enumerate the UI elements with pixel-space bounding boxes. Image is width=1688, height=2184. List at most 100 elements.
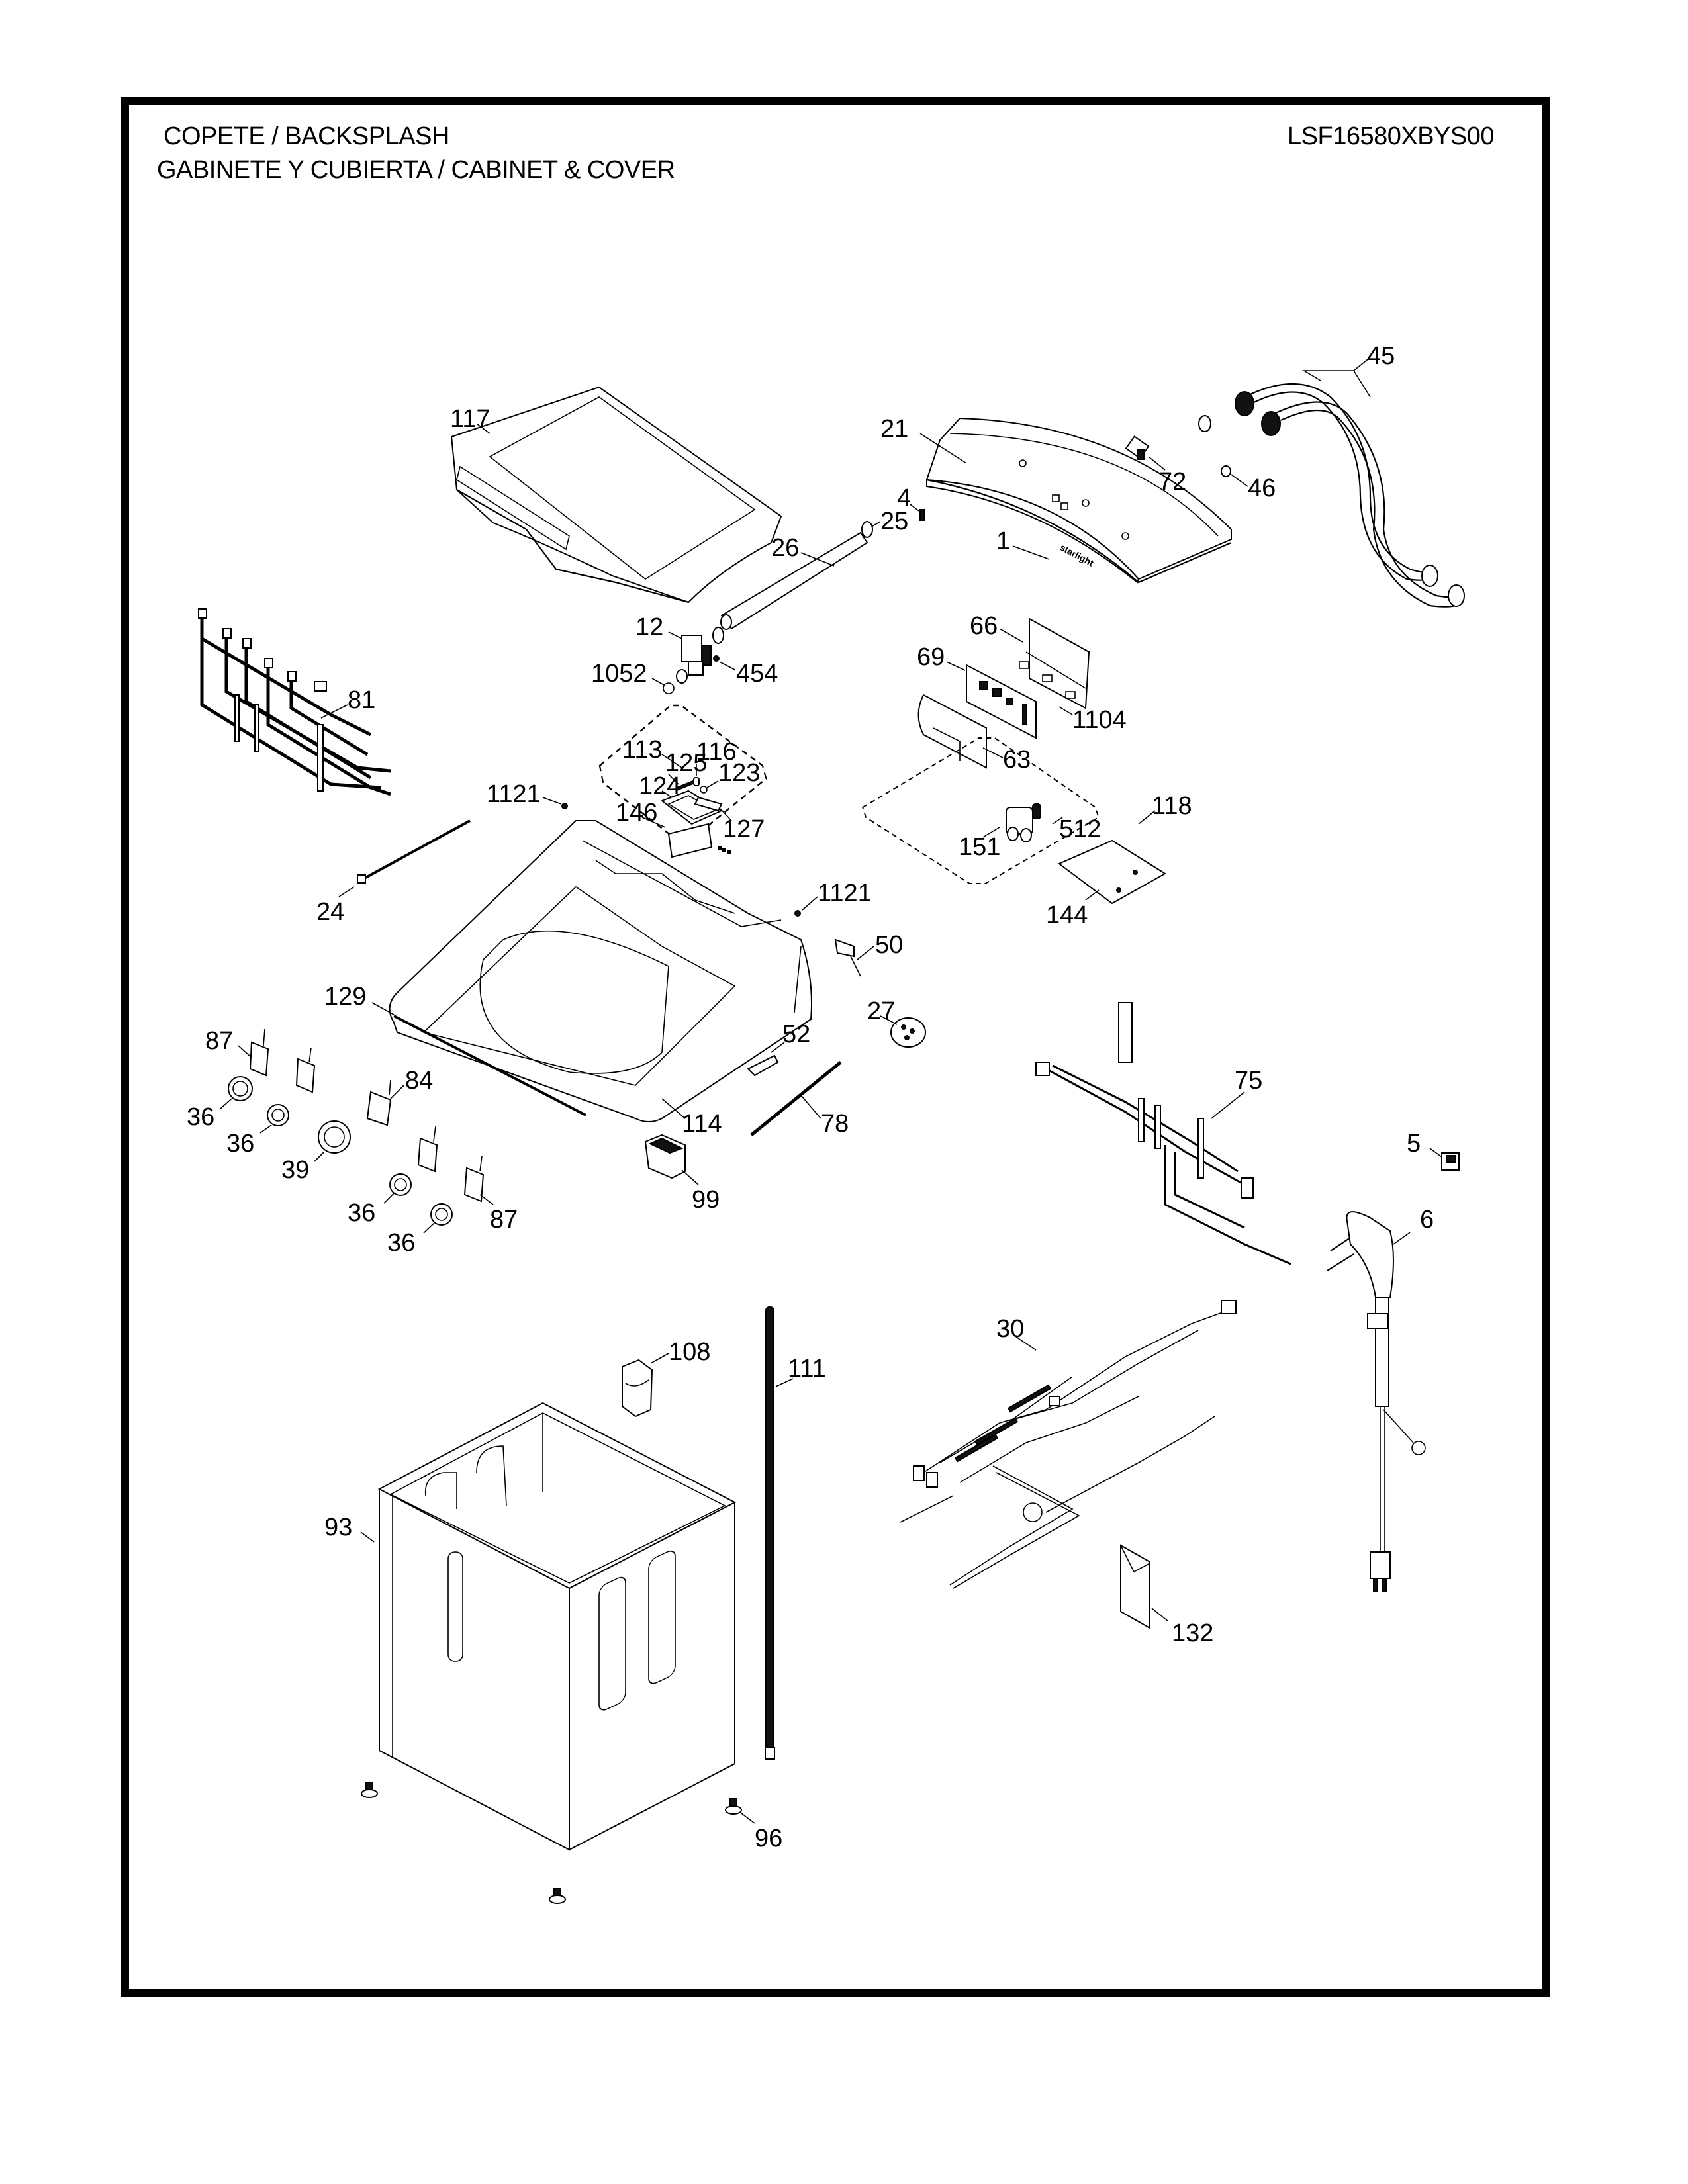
callout-87b: 87 [490,1206,518,1234]
part-36-knob-b [267,1104,289,1126]
part-45-inlet-hoses [1235,383,1465,608]
leader-87a [238,1045,252,1058]
leader-36b [259,1124,272,1134]
callout-116: 116 [696,738,737,766]
leader-39 [314,1151,325,1162]
part-12-water-valve [676,627,724,684]
part-72-sensor-board [1125,435,1150,460]
part-87-switch-d [463,1156,485,1203]
leader-5 [1429,1148,1442,1158]
section-subtitle: GABINETE Y CUBIERTA / CABINET & COVER [157,156,675,184]
part-26-tube [720,531,868,630]
callout-21: 21 [880,415,908,443]
part-75-wire-harness [1035,1002,1291,1265]
callout-117: 117 [450,405,491,433]
leader-125 [668,774,679,785]
callout-36d: 36 [387,1229,415,1257]
part-50-lid-switch [834,938,861,977]
leader-124 [661,790,673,798]
leader-12 [668,631,682,639]
leader-108 [650,1353,669,1364]
leader-1052 [651,678,665,686]
leader-78 [800,1095,821,1119]
part-129-rod [393,1015,586,1116]
leader-46 [1231,474,1248,487]
leader-132 [1151,1608,1169,1622]
part-1121-screw-a [561,803,568,809]
part-5-connector [1441,1152,1460,1171]
part-87-switch-c [417,1126,438,1173]
callout-99: 99 [692,1186,720,1214]
part-146-drawer-front [667,823,731,858]
part-96-leveling-foot-a [361,1782,378,1798]
part-111-drain-hose [765,1306,775,1760]
leader-66 [999,628,1023,643]
part-36-knob-a [228,1076,253,1101]
part-116-cap [693,777,700,786]
part-4-screw [919,509,925,521]
callout-46: 46 [1248,475,1276,502]
callout-93: 93 [324,1514,352,1541]
leader-50 [857,946,874,960]
callout-1121b: 1121 [818,880,872,907]
callout-78: 78 [821,1110,849,1138]
leader-146 [641,817,666,828]
callout-25: 25 [880,508,908,535]
part-108-clip [622,1359,653,1418]
leader-99 [681,1169,699,1185]
part-96-leveling-foot-b [725,1798,742,1815]
part-63-board-housing [917,694,987,769]
part-fitting [1198,415,1211,432]
part-39-knob-large [318,1120,351,1154]
callout-113: 113 [622,736,663,764]
callout-108: 108 [669,1338,710,1366]
part-93-cabinet [377,1402,737,1851]
part-87-switch-b [295,1047,316,1093]
callout-26: 26 [771,534,799,562]
callout-6: 6 [1420,1206,1434,1234]
diagram-frame [121,97,1550,1997]
part-151-inlet-valve [1006,803,1041,842]
callout-52: 52 [782,1021,810,1048]
callout-1104: 1104 [1072,706,1127,734]
callout-151: 151 [959,833,1000,861]
leader-69 [946,661,966,671]
leader-123 [706,780,719,788]
leader-63 [982,747,1004,758]
part-81-wire-harness [198,608,391,796]
callout-24: 24 [316,898,344,926]
callout-1: 1 [996,527,1010,555]
part-25-clamp [861,521,873,538]
callout-127: 127 [723,815,765,843]
callout-66: 66 [970,612,998,640]
part-21-console: starlight [925,417,1232,584]
callout-114: 114 [682,1110,722,1138]
leader-6 [1393,1232,1411,1245]
callout-5: 5 [1407,1130,1421,1158]
callout-123: 123 [718,759,760,787]
leader-114 [661,1098,686,1119]
leader-1104 [1058,706,1073,715]
part-117-lid [450,386,782,604]
part-52-plate [747,1054,779,1077]
leader-24 [338,886,355,897]
group-118-boundary [862,737,1100,884]
callout-72: 72 [1158,468,1186,496]
part-69-control-board [966,664,1037,739]
leader-117 [476,423,491,434]
callout-144: 144 [1046,901,1088,929]
callout-39: 39 [281,1156,309,1184]
leader-52 [771,1042,785,1053]
leader-36a [220,1098,232,1109]
leader-25 [872,521,881,527]
callout-30: 30 [996,1315,1024,1343]
leader-36d [423,1222,435,1234]
callout-132: 132 [1172,1619,1213,1647]
leader-151 [982,827,1000,838]
callout-81: 81 [348,686,375,714]
part-99-terminal-block [644,1134,686,1179]
callout-125: 125 [665,749,707,777]
leader-27 [880,1015,898,1025]
part-24-connector [357,874,366,884]
